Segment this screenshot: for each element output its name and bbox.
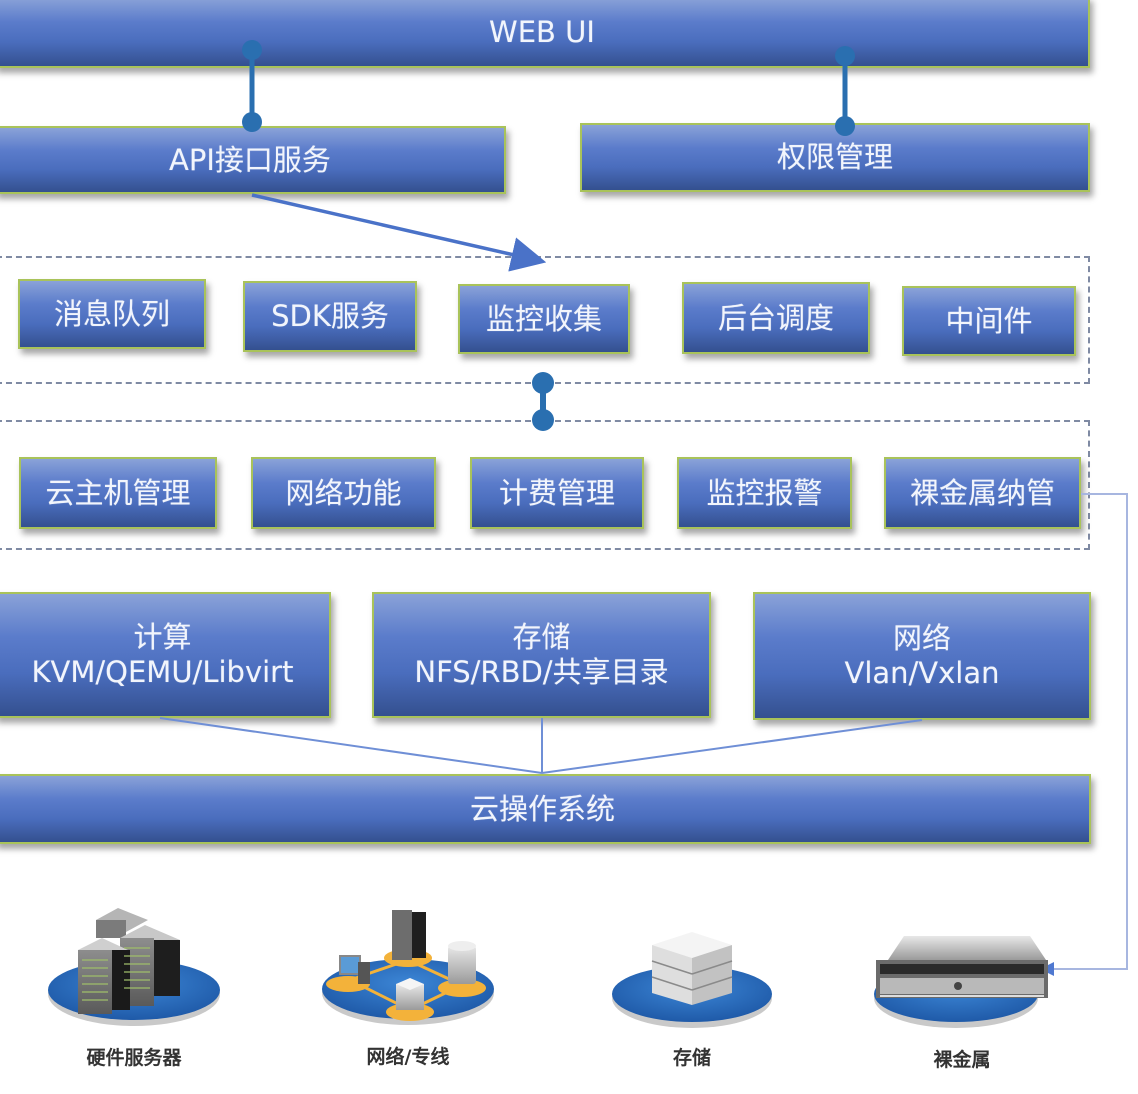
- infra-compute-detail: KVM/QEMU/Libvirt: [31, 655, 294, 689]
- service-box-message-queue: 消息队列: [18, 279, 206, 349]
- resource-label-hardware: 硬件服务器: [86, 1046, 182, 1069]
- service-box-monitor-collect: 监控收集: [458, 284, 630, 354]
- service-box-sdk: SDK服务: [243, 281, 417, 352]
- infra-compute-title: 计算: [133, 620, 192, 655]
- arrow-api-to-service-layer: [251, 193, 547, 272]
- service-box-middleware: 中间件: [902, 286, 1076, 356]
- function-box-vm-mgmt: 云主机管理: [19, 457, 217, 529]
- infra-box-compute: 计算 KVM/QEMU/Libvirt: [0, 592, 331, 718]
- service-label: 后台调度: [717, 300, 834, 335]
- connector-infra-os: [159, 717, 923, 774]
- resource-label-storage: 存储: [673, 1046, 711, 1069]
- infra-storage-detail: NFS/RBD/共享目录: [414, 655, 669, 689]
- function-box-billing: 计费管理: [470, 457, 644, 529]
- bare-metal-server-icon: [874, 936, 1048, 1028]
- function-box-alerting: 监控报警: [677, 457, 852, 529]
- permission-mgmt-label: 权限管理: [776, 140, 893, 175]
- infra-storage-title: 存储: [512, 620, 571, 655]
- resource-label-network: 网络/专线: [367, 1045, 450, 1068]
- function-box-bare-metal-mgmt: 裸金属纳管: [884, 457, 1081, 529]
- api-service-box: API接口服务: [0, 126, 506, 194]
- cloud-os-label: 云操作系统: [469, 791, 615, 826]
- service-label: 消息队列: [53, 296, 170, 331]
- cloud-os-bar: 云操作系统: [0, 774, 1091, 844]
- web-ui-bar: WEB UI: [0, 0, 1090, 68]
- infra-box-storage: 存储 NFS/RBD/共享目录: [372, 592, 711, 718]
- permission-mgmt-box: 权限管理: [580, 123, 1090, 192]
- storage-stack-icon: [612, 932, 772, 1028]
- function-box-network: 网络功能: [251, 457, 436, 529]
- function-label: 监控报警: [706, 475, 823, 510]
- function-label: 云主机管理: [45, 475, 191, 510]
- service-label: SDK服务: [271, 299, 389, 334]
- function-label: 网络功能: [285, 475, 402, 510]
- arrow-head-icon: [1040, 962, 1054, 976]
- resource-label-bare-metal: 裸金属: [933, 1048, 990, 1071]
- service-box-scheduler: 后台调度: [682, 282, 870, 354]
- api-service-label: API接口服务: [169, 142, 331, 177]
- function-label: 计费管理: [498, 475, 615, 510]
- infra-box-network: 网络 Vlan/Vxlan: [753, 592, 1091, 720]
- server-rack-icon: [48, 908, 220, 1026]
- function-label: 裸金属纳管: [909, 475, 1055, 510]
- network-topology-icon: [322, 910, 494, 1025]
- infra-network-title: 网络: [892, 621, 951, 656]
- service-label: 中间件: [945, 303, 1033, 338]
- web-ui-label: WEB UI: [489, 14, 595, 49]
- service-label: 监控收集: [485, 301, 602, 336]
- infra-network-detail: Vlan/Vxlan: [844, 656, 1000, 690]
- arrow-bare-metal-mgmt-to-server: [1048, 493, 1128, 970]
